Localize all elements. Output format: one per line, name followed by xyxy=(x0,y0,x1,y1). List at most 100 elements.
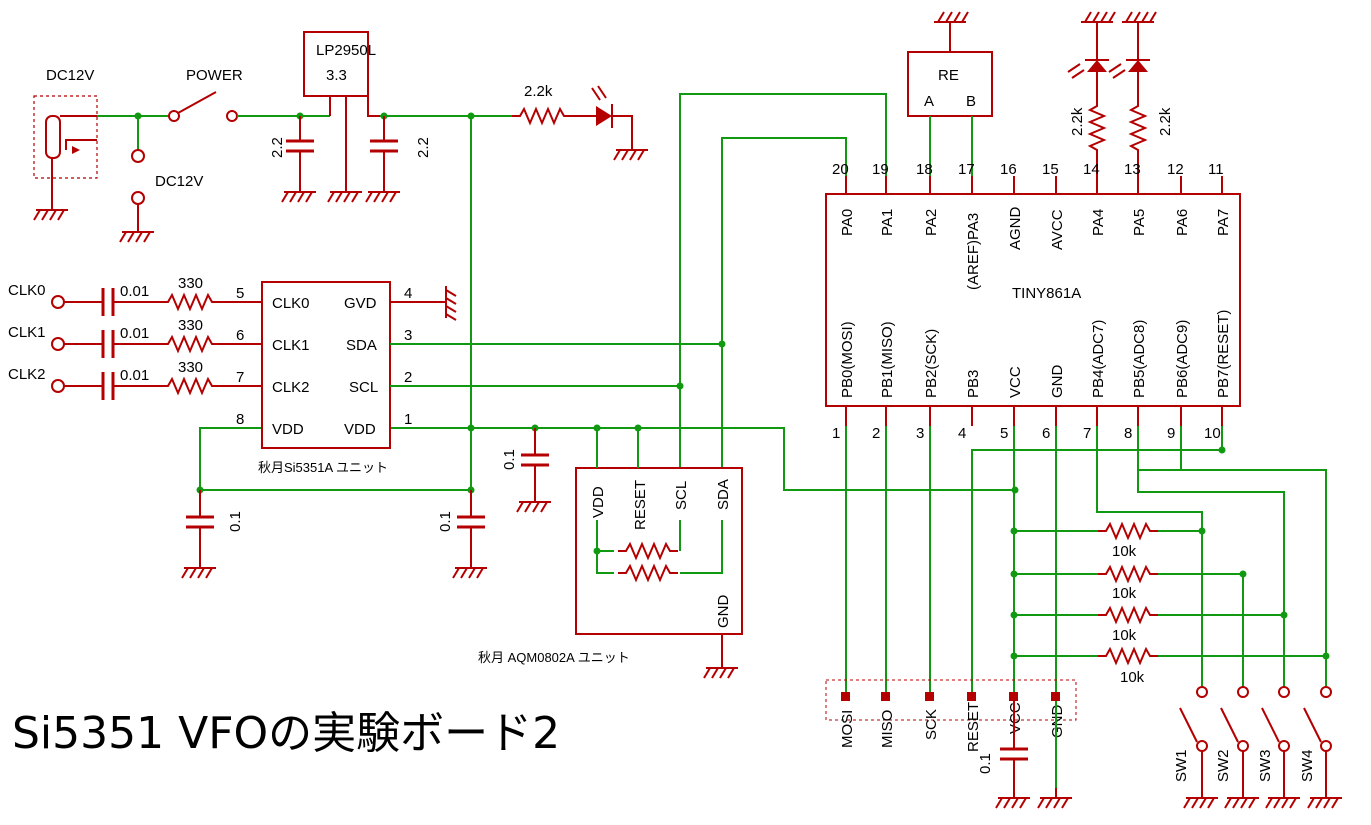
ground-icon xyxy=(119,221,155,243)
led-icon xyxy=(1087,60,1107,72)
switch-label: SW3 xyxy=(1257,749,1274,782)
pin-name: PB7(RESET) xyxy=(1215,310,1232,398)
decouple-cap-left xyxy=(184,502,216,542)
switch-label: SW1 xyxy=(1173,749,1190,782)
pin-name: AGND xyxy=(1007,206,1024,250)
output-capacitor xyxy=(368,126,400,166)
clk-label: CLK2 xyxy=(8,366,46,383)
output-cap-value: 2.2 xyxy=(415,137,432,158)
led-resistor xyxy=(511,108,573,124)
pin-name: GVD xyxy=(344,295,377,312)
ground-icon xyxy=(1183,787,1219,809)
res-value: 2.2k xyxy=(1069,107,1086,136)
regulator-value: 3.3 xyxy=(326,67,347,84)
pin-number: 9 xyxy=(1167,425,1175,442)
pin-number: 10 xyxy=(1204,425,1221,442)
status-leds: 2.2k 2.2k xyxy=(1067,11,1174,194)
pullup-value: 10k xyxy=(1120,669,1145,686)
schematic-title: Si5351 VFOの実験ボード2 xyxy=(12,708,560,759)
ground-icon xyxy=(613,139,649,161)
isp-pin-gnd: GND xyxy=(1049,705,1066,739)
cap-value: 0.1 xyxy=(227,511,244,532)
ground-icon xyxy=(181,557,217,579)
pin-name: VDD xyxy=(272,421,304,438)
switch-sw1: SW1 xyxy=(1173,686,1219,809)
encoder-pin-a: A xyxy=(924,93,934,110)
pin-number: 8 xyxy=(236,411,244,428)
decouple-cap-right xyxy=(455,502,487,542)
encoder-box xyxy=(907,51,993,117)
clk0-terminal xyxy=(51,295,65,309)
pin-name: PB3 xyxy=(965,370,982,398)
led-resistor-value: 2.2k xyxy=(524,83,553,100)
cap-value: 0.1 xyxy=(977,753,994,774)
encoder-name: RE xyxy=(938,67,959,84)
pin-number: 8 xyxy=(1124,425,1132,442)
dc-jack-symbol xyxy=(33,95,98,179)
pin-name: SDA xyxy=(346,337,377,354)
ground-icon xyxy=(1265,787,1301,809)
ground-icon xyxy=(1307,787,1343,809)
dc-jack-label: DC12V xyxy=(46,67,94,84)
pin-number: 3 xyxy=(404,327,412,344)
ground-icon xyxy=(1121,11,1157,33)
pin-number: 16 xyxy=(1000,161,1017,178)
pin-number: 1 xyxy=(404,411,412,428)
isp-vcc-cap xyxy=(998,734,1030,774)
switch-sw2: SW2 xyxy=(1215,686,1260,809)
pin-name: PA2 xyxy=(923,209,940,236)
pin-number: 14 xyxy=(1083,161,1100,178)
ground-icon xyxy=(995,787,1031,809)
pin-name: PB5(ADC8) xyxy=(1131,320,1148,398)
pin-number: 7 xyxy=(236,369,244,386)
si5351-box xyxy=(261,281,391,449)
clk-label: CLK0 xyxy=(8,282,46,299)
lcd-pin-vdd: VDD xyxy=(590,486,607,518)
pin-number: 15 xyxy=(1042,161,1059,178)
pin-name: PB4(ADC7) xyxy=(1090,320,1107,398)
isp-pin-reset: RESET xyxy=(965,702,982,752)
isp-pin-sck: SCK xyxy=(923,709,940,740)
cap-value: 0.1 xyxy=(437,511,454,532)
pin-name: PA6 xyxy=(1174,209,1191,236)
regulator-ic xyxy=(303,31,369,97)
pin-name: PA7 xyxy=(1215,209,1232,236)
switch-label: SW2 xyxy=(1215,749,1232,782)
pin-name: PB0(MOSI) xyxy=(839,321,856,398)
pin-name: SCL xyxy=(349,379,378,396)
ground-icon xyxy=(365,181,401,203)
pin-number: 4 xyxy=(958,425,966,442)
pin-number: 2 xyxy=(872,425,880,442)
cap-value: 0.01 xyxy=(120,325,149,342)
ground-icon xyxy=(1037,787,1073,809)
pin-name: AVCC xyxy=(1049,209,1066,250)
dc12v-terminal-label: DC12V xyxy=(155,173,203,190)
pin-name: PA1 xyxy=(879,209,896,236)
lcd-unit: 秋月 AQM0802A ユニット VDD RESET SCL SDA GND xyxy=(478,428,743,679)
power-led-icon xyxy=(596,106,612,126)
switches: SW1 SW2 SW3 SW4 xyxy=(1173,686,1343,809)
pin-name: PB6(ADC9) xyxy=(1174,320,1191,398)
si5351-unit: 秋月Si5351A ユニット 5 CLK0 6 CLK1 7 CLK2 8 VD… xyxy=(8,275,552,579)
vdd-rail xyxy=(196,116,1019,510)
clk2-terminal xyxy=(51,379,65,393)
res-value: 330 xyxy=(178,275,203,292)
ground-icon xyxy=(281,181,317,203)
pin-number: 11 xyxy=(1208,161,1224,178)
dc12v-terminal xyxy=(131,149,145,163)
pin-number: 1 xyxy=(832,425,840,442)
ground-icon xyxy=(516,491,552,513)
pin-name: PB1(MISO) xyxy=(879,321,896,398)
pin-name: VCC xyxy=(1007,366,1024,398)
ground-icon xyxy=(452,557,488,579)
pin-name: PA4 xyxy=(1090,209,1107,236)
mcu-name: TINY861A xyxy=(1012,285,1081,302)
encoder-pin-b: B xyxy=(966,93,976,110)
pin-name: PA0 xyxy=(839,209,856,236)
pin-name: PB2(SCK) xyxy=(923,329,940,398)
pin-number: 12 xyxy=(1167,161,1184,178)
ground-icon xyxy=(435,285,457,321)
pin-name: CLK0 xyxy=(272,295,310,312)
pin-number: 6 xyxy=(1042,425,1050,442)
